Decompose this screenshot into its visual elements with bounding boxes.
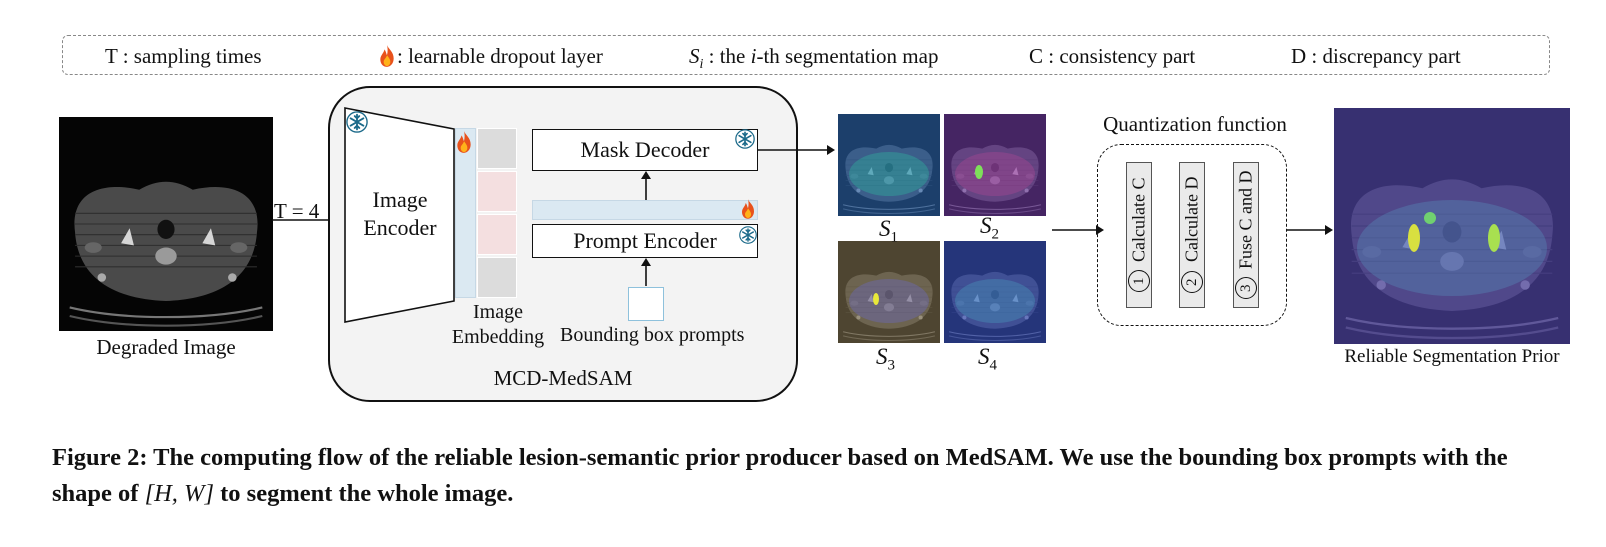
image-embedding-label: Image Embedding [450, 300, 546, 350]
image-embedding-label-line2: Embedding [451, 326, 545, 348]
seg-map-3-label: S3 [876, 344, 895, 375]
seg-map-1 [838, 114, 940, 216]
mask-decoder-label: Mask Decoder [580, 137, 710, 162]
step-number: 3 [1235, 277, 1257, 300]
legend-s-subscript: i [699, 57, 704, 73]
figure-caption: Figure 2: The computing flow of the reli… [52, 440, 1562, 512]
step-fuse: 3 Fuse C and D [1233, 162, 1259, 308]
prompt-encoder-label: Prompt Encoder [573, 228, 717, 253]
legend-s-text-a: : the [703, 44, 751, 68]
decoder-output-arrow [757, 145, 835, 155]
snowflake-icon [346, 111, 368, 133]
seg-map-4-label: S4 [978, 344, 997, 375]
embedding-cell [477, 171, 517, 212]
seg-map-1-label: S1 [879, 216, 898, 247]
image-encoder-label: Image Encoder [352, 186, 448, 242]
legend-discrepancy: D : discrepancy part [1291, 44, 1461, 68]
step-number: 2 [1181, 270, 1203, 293]
reliable-prior-image [1334, 108, 1570, 344]
mask-decoder-box: Mask Decoder [532, 129, 758, 171]
seg-map-1-subscript: 1 [890, 229, 899, 246]
legend-box: T : sampling times : learnable dropout l… [62, 35, 1550, 75]
seg-map-4-symbol: S [978, 344, 990, 369]
quantization-box [1097, 144, 1287, 326]
image-embedding-stack [477, 128, 517, 298]
figure-caption-text-b: to segment the whole image. [214, 480, 514, 507]
legend-consistency: C : consistency part [1029, 44, 1196, 68]
reliable-prior-caption: Reliable Segmentation Prior [1344, 346, 1560, 367]
seg-map-2 [944, 114, 1046, 216]
dropout-layer-bar [455, 128, 476, 298]
embedding-cell [477, 257, 517, 298]
legend-segmentation-map: Si : the i-th segmentation map [689, 36, 938, 76]
legend-s-text-b: -th segmentation map [756, 44, 939, 68]
prompt-encoder-box: Prompt Encoder [532, 224, 758, 258]
sampling-label: T = 4 [274, 199, 320, 223]
seg-map-1-symbol: S [879, 216, 891, 241]
quantization-title: Quantization function [1103, 112, 1287, 136]
legend-dropout-text: : learnable dropout layer [397, 44, 603, 68]
bbox-to-prompt-arrow [641, 258, 651, 286]
quantization-to-prior-arrow [1287, 225, 1333, 235]
bounding-box-prompt [628, 287, 664, 321]
flame-icon [454, 130, 474, 154]
figure-caption-math: [H, W] [144, 480, 214, 507]
seg-map-4 [944, 241, 1046, 343]
image-encoder-label-line1: Image [372, 187, 428, 212]
embedding-cell [477, 214, 517, 255]
snowflake-icon [739, 226, 757, 244]
degraded-ct-image [59, 117, 273, 331]
step-label: Fuse C and D [1235, 170, 1256, 270]
legend-s-text-i: i [750, 44, 757, 68]
step-calculate-d: 2 Calculate D [1179, 162, 1205, 308]
flame-icon [377, 44, 397, 68]
seg-map-3-symbol: S [876, 344, 888, 369]
bbox-prompts-label: Bounding box prompts [560, 324, 745, 346]
seg-map-4-subscript: 4 [989, 357, 998, 374]
step-calculate-c: 1 Calculate C [1126, 162, 1152, 308]
degraded-image-caption: Degraded Image [96, 335, 236, 359]
seg-map-2-symbol: S [980, 213, 992, 238]
legend-dropout: : learnable dropout layer [377, 36, 603, 76]
prompt-dropout-bar [532, 200, 758, 220]
seg-map-3 [838, 241, 940, 343]
image-embedding-label-line1: Image [473, 301, 523, 323]
legend-sampling-times: T : sampling times [105, 44, 262, 68]
snowflake-icon [735, 129, 755, 149]
seg-map-3-subscript: 3 [887, 357, 896, 374]
seg-map-2-label: S2 [980, 213, 999, 244]
embedding-cell [477, 128, 517, 169]
step-number: 1 [1128, 270, 1150, 293]
legend-s-symbol: S [689, 44, 700, 68]
flame-icon [739, 198, 757, 220]
seg-map-2-subscript: 2 [991, 226, 1000, 243]
maps-to-quantization-arrow [1052, 225, 1104, 235]
module-name: MCD-MedSAM [493, 366, 633, 390]
prompt-to-decoder-arrow [641, 171, 651, 200]
step-label: Calculate D [1181, 177, 1202, 263]
figure-caption-text-a: Figure 2: The computing flow of the reli… [52, 444, 1508, 507]
image-encoder-label-line2: Encoder [363, 215, 437, 240]
image-encoder-block [344, 107, 455, 323]
step-label: Calculate C [1128, 177, 1149, 262]
